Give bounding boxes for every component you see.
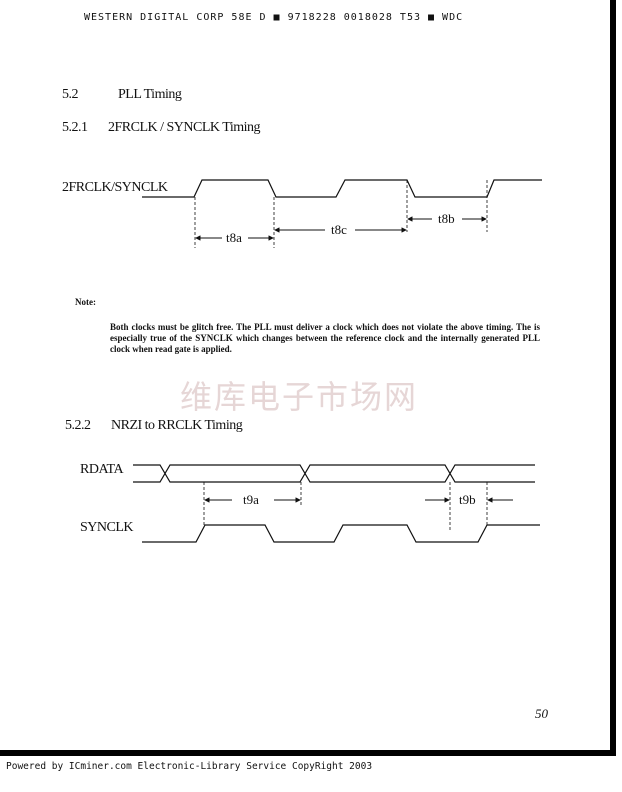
label-t9b: t9b [459, 492, 476, 507]
waveform-rdata [133, 464, 535, 483]
signal-label-synclk: SYNCLK [80, 520, 134, 535]
watermark: 维库电子市场网 [180, 379, 419, 415]
page-number: 50 [535, 706, 548, 721]
label-t8b: t8b [438, 211, 455, 226]
waveform-synclk [142, 524, 540, 543]
timing-arrows-1 [195, 216, 487, 241]
section-title: PLL Timing [118, 87, 182, 102]
subsection-number-2: 5.2.2 [65, 418, 91, 433]
signal-label-rdata: RDATA [80, 462, 124, 477]
page-header: WESTERN DIGITAL CORP 58E D ■ 9718228 001… [84, 12, 464, 23]
document-page [0, 0, 616, 756]
subsection-number: 5.2.1 [62, 120, 88, 135]
waveform-2frclk [142, 179, 542, 198]
signal-label-2frclk: 2FRCLK/SYNCLK [62, 180, 168, 195]
section-number: 5.2 [62, 87, 79, 102]
footer-text: Powered by ICminer.com Electronic-Librar… [6, 761, 373, 772]
subsection-title-2: NRZI to RRCLK Timing [111, 418, 243, 433]
label-t8c: t8c [331, 222, 347, 237]
timing-markers-2 [203, 482, 488, 530]
note-label: Note: [75, 297, 96, 307]
subsection-title: 2FRCLK / SYNCLK Timing [108, 120, 261, 135]
label-t9a: t9a [243, 492, 259, 507]
label-t8a: t8a [226, 230, 242, 245]
note-text: Both clocks must be glitch free. The PLL… [110, 322, 540, 354]
timing-markers-1 [194, 180, 488, 248]
